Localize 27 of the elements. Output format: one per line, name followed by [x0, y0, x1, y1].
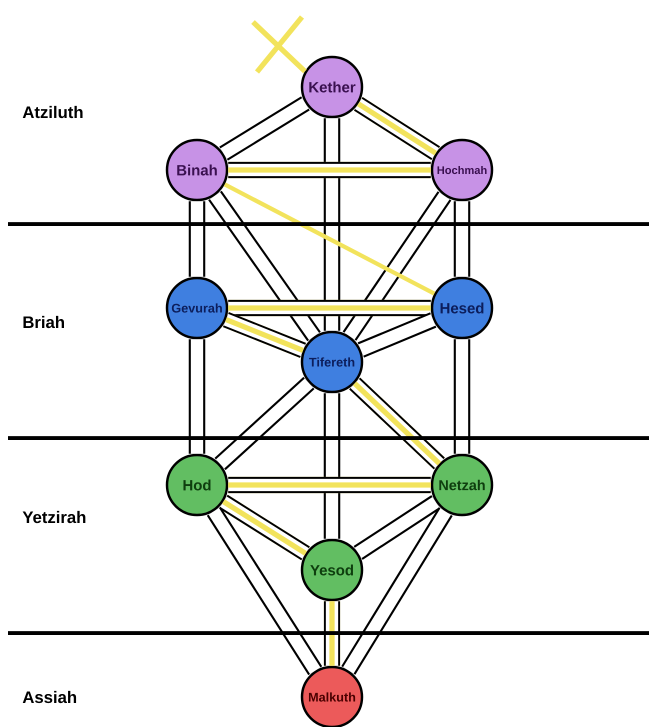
- path-channel: [219, 96, 310, 161]
- world-label: Briah: [23, 316, 64, 328]
- path-channel: [354, 495, 440, 560]
- path-channel: [454, 339, 470, 454]
- path-channel: [208, 190, 321, 342]
- path-channel: [454, 201, 470, 277]
- path-channel: [228, 162, 431, 178]
- lightning-line: [224, 182, 436, 296]
- path-channel: [354, 97, 440, 160]
- world-label: Yetzirah: [22, 510, 86, 524]
- path-channel: [188, 339, 206, 454]
- path-channel: [219, 494, 310, 560]
- path-channel: [358, 312, 436, 358]
- path-channel: [342, 191, 452, 341]
- path-channel: [324, 601, 340, 666]
- path-channel: [324, 118, 340, 331]
- path-channel: [349, 378, 445, 470]
- path-channel: [324, 393, 340, 539]
- path-channel: [228, 476, 431, 494]
- world-label: Assiah: [22, 690, 76, 704]
- path-channel: [228, 300, 431, 316]
- path-channel: [223, 312, 306, 358]
- path-channel: [206, 506, 322, 676]
- world-label: Atziluth: [22, 106, 83, 118]
- path-channel: [341, 507, 453, 675]
- path-channel: [188, 201, 206, 277]
- path-channel: [214, 376, 314, 470]
